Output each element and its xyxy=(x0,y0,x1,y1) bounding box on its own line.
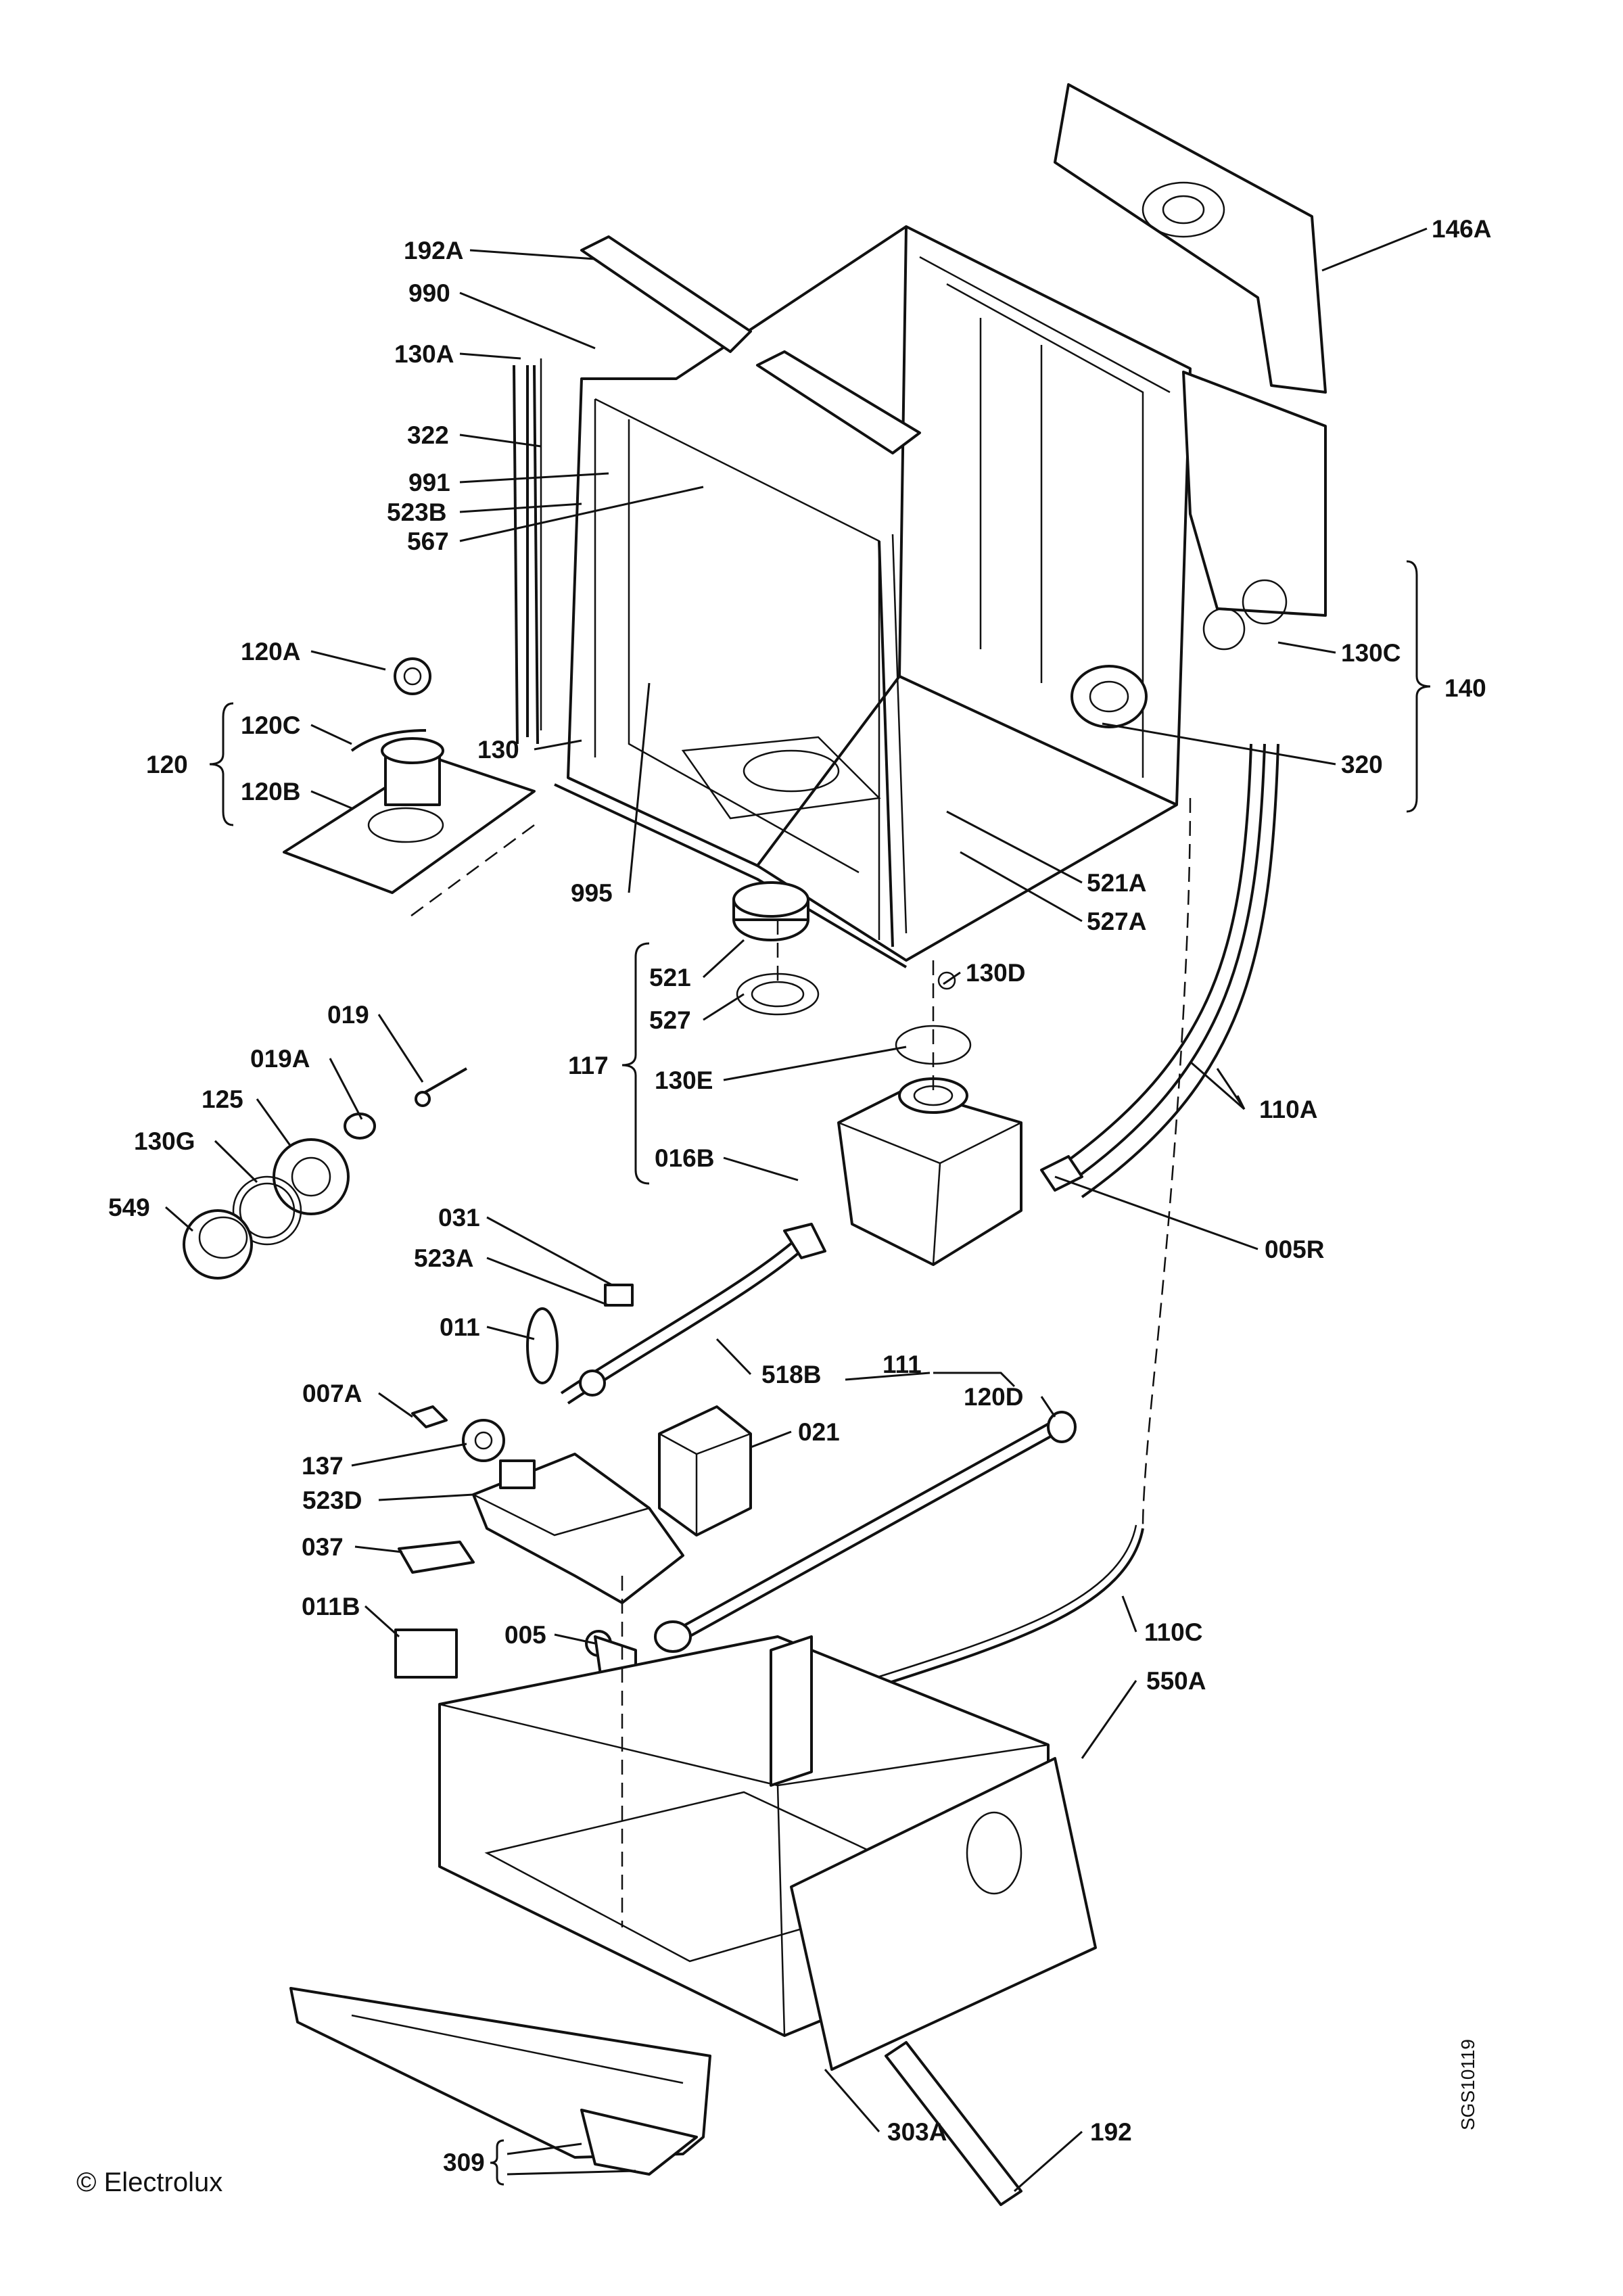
label-117: 117 xyxy=(568,1052,609,1079)
label-120: 120 xyxy=(146,751,188,778)
label-309: 309 xyxy=(443,2149,485,2176)
air-duct-140-drawing xyxy=(1182,371,1327,651)
label-007A: 007A xyxy=(302,1380,362,1407)
label-192A: 192A xyxy=(404,237,463,264)
label-130A: 130A xyxy=(394,340,454,368)
label-111: 111 xyxy=(883,1351,922,1378)
label-140: 140 xyxy=(1444,674,1486,702)
label-192: 192 xyxy=(1090,2118,1132,2146)
label-130: 130 xyxy=(477,736,519,764)
label-031: 031 xyxy=(438,1204,480,1232)
label-322: 322 xyxy=(407,421,449,449)
label-303A: 303A xyxy=(887,2118,947,2146)
leader-lines xyxy=(165,227,1428,2193)
water-softener-drawing xyxy=(837,971,1022,1266)
label-120B: 120B xyxy=(241,778,300,805)
control-parts-drawing xyxy=(394,1405,752,1692)
label-518B: 518B xyxy=(761,1361,821,1388)
label-011: 011 xyxy=(440,1313,480,1341)
label-990: 990 xyxy=(408,279,450,307)
label-120D: 120D xyxy=(964,1383,1023,1411)
power-cord-drawing xyxy=(526,1223,826,1405)
label-523D: 523D xyxy=(302,1486,362,1514)
label-521: 521 xyxy=(649,964,691,991)
label-120C: 120C xyxy=(241,711,300,739)
assembly-guide-lines xyxy=(405,797,1192,1927)
label-130D: 130D xyxy=(966,959,1025,987)
label-011B: 011B xyxy=(302,1593,360,1620)
label-130E: 130E xyxy=(655,1067,713,1094)
label-021: 021 xyxy=(798,1418,840,1446)
label-527A: 527A xyxy=(1087,908,1146,935)
label-130G: 130G xyxy=(134,1127,195,1155)
heater-element-111-drawing xyxy=(654,1411,1077,1653)
label-130C: 130C xyxy=(1341,639,1401,667)
side-parts-group-drawing xyxy=(183,1067,467,1280)
rotor-320-drawing xyxy=(1071,665,1148,728)
label-995: 995 xyxy=(571,879,613,907)
label-549: 549 xyxy=(108,1194,150,1221)
insulation-blocks-drawing xyxy=(580,235,921,454)
copyright: © Electrolux xyxy=(76,2168,222,2197)
label-523A: 523A xyxy=(414,1244,473,1272)
base-frame-drawing xyxy=(289,1635,1097,2206)
label-991: 991 xyxy=(408,469,450,496)
filter-assembly-drawing xyxy=(283,657,536,894)
label-110C: 110C xyxy=(1144,1618,1202,1646)
label-120A: 120A xyxy=(241,638,300,665)
label-005R: 005R xyxy=(1265,1236,1324,1263)
label-523B: 523B xyxy=(387,498,446,526)
label-125: 125 xyxy=(202,1085,243,1113)
label-146A: 146A xyxy=(1432,215,1491,243)
label-016B: 016B xyxy=(655,1144,714,1172)
label-005: 005 xyxy=(504,1621,546,1649)
part-labels: 192A 990 130A 322 991 523B 567 120A 120C… xyxy=(108,215,1491,2176)
label-320: 320 xyxy=(1341,751,1383,778)
drawing-code: SGS10119 xyxy=(1457,2039,1478,2130)
tub-drawing xyxy=(526,225,1192,968)
label-567: 567 xyxy=(407,528,449,555)
brackets xyxy=(209,560,1431,2186)
label-137: 137 xyxy=(302,1452,344,1480)
door-seal-strip-drawing xyxy=(513,365,539,745)
label-550A: 550A xyxy=(1146,1667,1206,1695)
label-527: 527 xyxy=(649,1006,691,1034)
salt-cap-521-drawing xyxy=(732,881,820,1016)
label-521A: 521A xyxy=(1087,869,1146,897)
label-110A: 110A xyxy=(1259,1096,1317,1123)
label-037: 037 xyxy=(302,1533,344,1561)
label-019: 019 xyxy=(327,1001,369,1029)
label-019A: 019A xyxy=(250,1045,310,1073)
side-panel-146A-drawing xyxy=(1054,83,1327,394)
